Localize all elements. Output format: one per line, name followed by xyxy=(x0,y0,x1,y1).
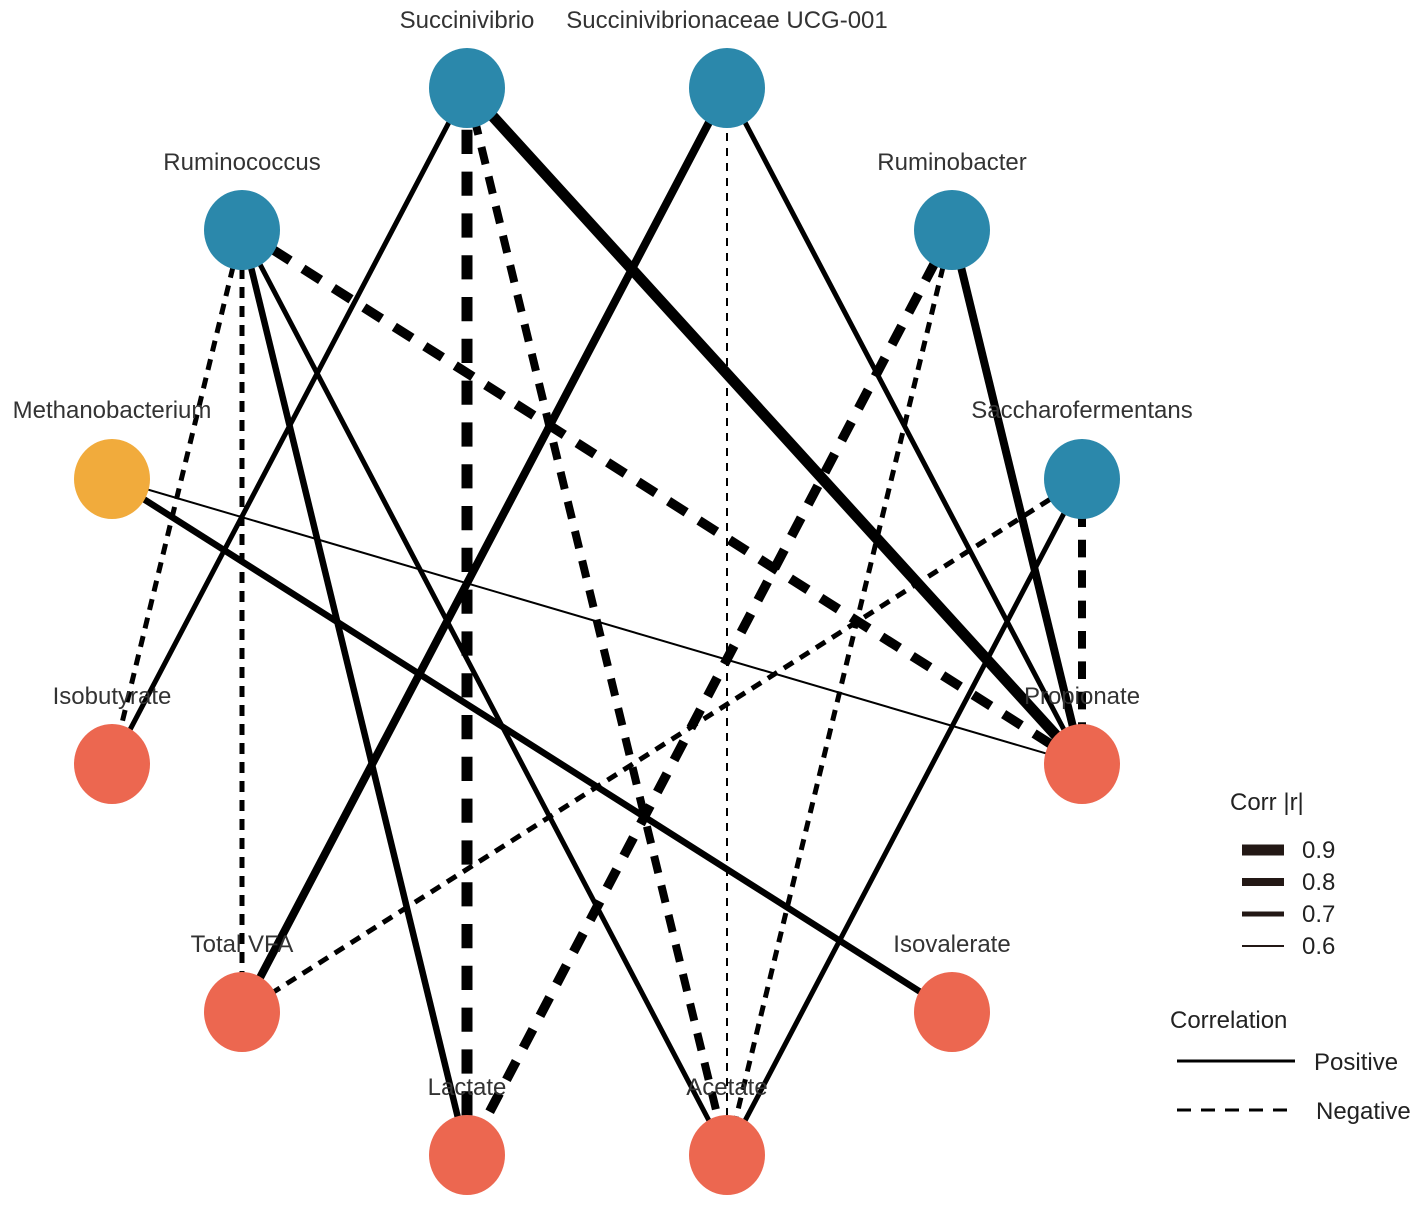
edge-saccharofermentans-totalvfa xyxy=(240,476,1084,1015)
node-totalvfa xyxy=(204,972,280,1052)
node-ucg001 xyxy=(689,48,765,128)
legend-type-label-positive: Positive xyxy=(1314,1049,1398,1076)
node-label-ucg001: Succinivibrionaceae UCG-001 xyxy=(566,7,888,34)
node-succinivibrio xyxy=(429,48,505,128)
edge-saccharofermentans-acetate xyxy=(724,477,1085,1157)
node-label-lactate: Lactate xyxy=(428,1074,507,1101)
node-ruminobacter xyxy=(914,190,990,270)
node-label-saccharofermentans: Saccharofermentans xyxy=(971,397,1192,424)
nodes-layer xyxy=(74,48,1120,1195)
edge-ruminococcus-isobutyrate xyxy=(109,229,245,765)
legend: Corr |r| 0.9 0.8 0.7 0.6 Correlation Positi… xyxy=(1170,789,1411,1125)
legend-width-label-0: 0.9 xyxy=(1302,837,1335,864)
node-label-ruminococcus: Ruminococcus xyxy=(163,149,320,176)
legend-width-items: 0.9 0.8 0.7 0.6 xyxy=(1242,837,1335,960)
edge-methanobacterium-propionate xyxy=(111,478,1083,765)
node-isovalerate xyxy=(914,972,990,1052)
edges-layer xyxy=(109,84,1087,1158)
node-methanobacterium xyxy=(74,439,150,519)
node-label-ruminobacter: Ruminobacter xyxy=(877,149,1026,176)
legend-width-label-1: 0.8 xyxy=(1302,869,1335,896)
edge-succinivibrio-propionate xyxy=(462,84,1087,768)
node-label-isovalerate: Isovalerate xyxy=(893,931,1010,958)
node-label-succinivibrio: Succinivibrio xyxy=(400,7,535,34)
edge-ucg001-propionate xyxy=(724,86,1085,766)
legend-type-title: Correlation xyxy=(1170,1007,1287,1034)
labels-layer: Succinivibrio Succinivibrionaceae UCG-001… xyxy=(13,7,1193,1101)
node-propionate xyxy=(1044,724,1120,804)
node-lactate xyxy=(429,1115,505,1195)
edge-ruminococcus-lactate xyxy=(238,229,471,1156)
node-label-propionate: Propionate xyxy=(1024,683,1140,710)
node-label-methanobacterium: Methanobacterium xyxy=(13,397,212,424)
node-label-acetate: Acetate xyxy=(686,1074,767,1101)
edge-methanobacterium-isovalerate xyxy=(110,476,954,1015)
node-ruminococcus xyxy=(204,190,280,270)
legend-width-label-2: 0.7 xyxy=(1302,901,1335,928)
edge-ruminobacter-lactate xyxy=(462,227,957,1158)
node-acetate xyxy=(689,1115,765,1195)
edge-ruminobacter-propionate xyxy=(948,229,1086,765)
legend-width-title: Corr |r| xyxy=(1230,789,1304,816)
legend-type-label-negative: Negative xyxy=(1316,1098,1411,1125)
node-isobutyrate xyxy=(74,724,150,804)
legend-width-label-3: 0.6 xyxy=(1302,933,1335,960)
node-label-totalvfa: Total VFA xyxy=(191,931,294,958)
edge-ucg001-totalvfa xyxy=(238,86,731,1014)
edge-ruminococcus-acetate xyxy=(239,228,730,1157)
node-saccharofermentans xyxy=(1044,439,1120,519)
node-label-isobutyrate: Isobutyrate xyxy=(53,683,172,710)
